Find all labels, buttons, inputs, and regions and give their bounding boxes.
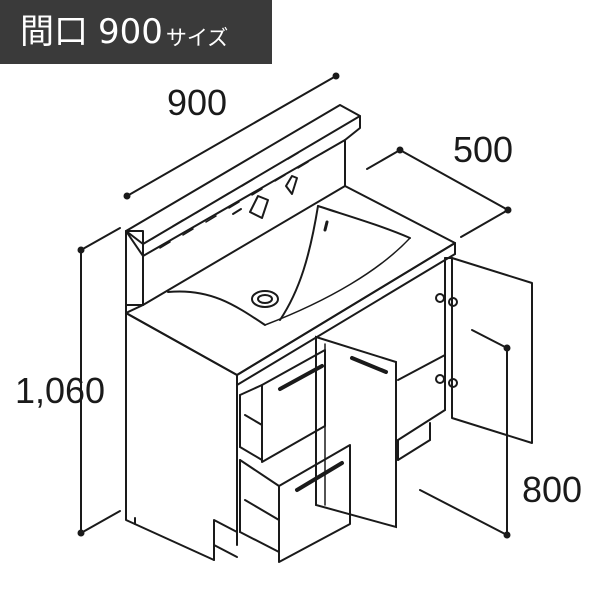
open-door-right [435, 257, 533, 444]
faucet [232, 175, 298, 219]
countertop-basin [125, 185, 456, 386]
open-door-center [315, 335, 397, 529]
cabinet-body [125, 257, 446, 561]
size-badge: 間口 900 サイズ [0, 0, 272, 64]
backsplash [125, 104, 361, 306]
badge-label: 間口 [20, 12, 88, 52]
badge-number: 900 [98, 12, 163, 52]
dim-height-total-label: 1,060 [15, 370, 105, 411]
dim-height-counter-label: 800 [522, 469, 582, 510]
dim-width-label: 900 [167, 82, 227, 123]
dimension-lines [77, 72, 512, 539]
dim-depth-label: 500 [453, 129, 513, 170]
drawers [239, 349, 351, 563]
badge-suffix: サイズ [165, 26, 229, 50]
